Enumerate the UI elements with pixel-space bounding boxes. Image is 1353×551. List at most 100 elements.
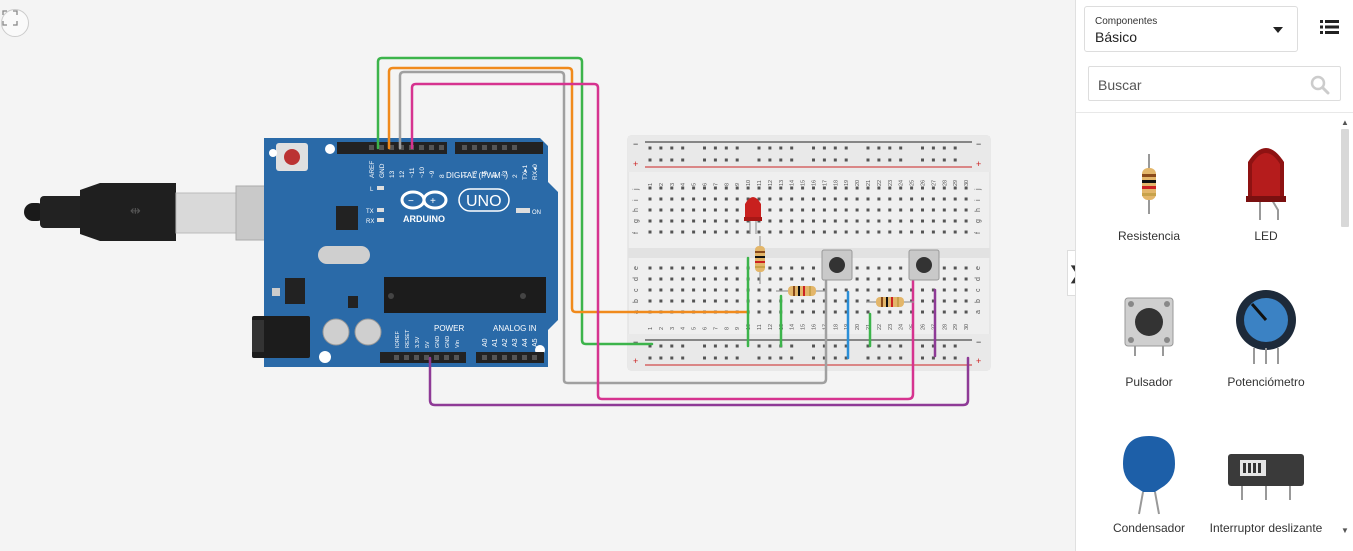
svg-text:+: + xyxy=(633,159,638,169)
column-number: 21 xyxy=(866,180,872,186)
analog-pin-label: A2 xyxy=(502,338,509,347)
column-number: 1 xyxy=(648,183,654,186)
components-dropdown[interactable]: Componentes Básico xyxy=(1084,6,1298,52)
column-number: 17 xyxy=(822,180,828,186)
column-number: 22 xyxy=(877,180,883,186)
resistor-icon xyxy=(1142,154,1156,214)
fit-view-button[interactable] xyxy=(1,9,29,37)
resistor-2[interactable] xyxy=(776,286,826,296)
digital-pin-label: ~11 xyxy=(409,167,416,178)
svg-text:−: − xyxy=(633,139,638,149)
svg-text:TX: TX xyxy=(366,209,374,215)
column-number: 14 xyxy=(790,324,796,330)
column-number: 3 xyxy=(670,327,676,330)
component-label: Resistencia xyxy=(1117,229,1181,243)
column-number: 2 xyxy=(659,327,665,330)
column-number: 8 xyxy=(724,183,730,186)
component-label: Condensador xyxy=(1112,521,1186,535)
search-input[interactable]: Buscar xyxy=(1088,66,1341,101)
component-item-condensador[interactable]: Condensador xyxy=(1089,410,1209,550)
panel-scrollbar[interactable]: ▲ ▼ xyxy=(1340,118,1350,551)
column-number: 22 xyxy=(877,324,883,330)
digital-pin-label: 7 xyxy=(462,174,469,178)
column-number: 12 xyxy=(768,324,774,330)
wires[interactable] xyxy=(376,56,970,407)
scroll-up-icon[interactable]: ▲ xyxy=(1341,118,1349,127)
power-pin-label: GND xyxy=(435,336,441,348)
divider xyxy=(1076,112,1353,113)
led-component[interactable] xyxy=(744,197,762,234)
analog-pin-label: A3 xyxy=(512,338,519,347)
svg-text:−: − xyxy=(976,337,981,347)
component-item-pulsador[interactable]: Pulsador xyxy=(1089,264,1209,404)
digital-pin-label: GND xyxy=(379,163,386,178)
column-number: 29 xyxy=(953,180,959,186)
wire-purple-5v xyxy=(428,356,970,407)
column-number: 13 xyxy=(779,180,785,186)
power-label: POWER xyxy=(434,324,464,333)
column-number: 15 xyxy=(801,324,807,330)
components-panel: Componentes Básico Buscar Resis xyxy=(1075,0,1353,551)
digital-pin-label: ~6 xyxy=(472,170,479,178)
component-label: Interruptor deslizante xyxy=(1209,521,1323,535)
power-pin-label: Vin xyxy=(455,340,461,348)
component-item-led[interactable]: LED xyxy=(1206,118,1326,258)
column-number: 1 xyxy=(648,327,654,330)
digital-pin-label: ~5 xyxy=(482,170,489,178)
digital-pin-label: ~3 xyxy=(502,170,509,178)
column-number: 11 xyxy=(757,324,763,330)
digital-label: DIGITAL (PWM~) xyxy=(446,171,508,180)
pushbutton-1[interactable] xyxy=(821,249,853,281)
column-number: 18 xyxy=(833,324,839,330)
column-number: 7 xyxy=(713,183,719,186)
column-number: 16 xyxy=(812,180,818,186)
dropdown-caption: Componentes xyxy=(1095,16,1158,27)
wire-magenta-11 xyxy=(410,82,915,401)
component-item-resistencia[interactable]: Resistencia xyxy=(1089,118,1209,258)
column-number: 28 xyxy=(942,324,948,330)
power-pin-label: GND xyxy=(445,336,451,348)
search-icon xyxy=(1310,75,1330,95)
column-number: 29 xyxy=(953,324,959,330)
component-item-potenciometro[interactable]: Potenciómetro xyxy=(1206,264,1326,404)
pushbutton-2[interactable] xyxy=(908,249,940,281)
row-letter: e xyxy=(975,266,982,270)
component-label: Pulsador xyxy=(1125,375,1173,389)
tx-pin-label: TX▸1 xyxy=(522,164,529,180)
column-number: 4 xyxy=(681,183,687,186)
component-item-interruptor[interactable]: Interruptor deslizante xyxy=(1206,410,1326,550)
column-number: 23 xyxy=(888,324,894,330)
column-number: 26 xyxy=(921,180,927,186)
row-letter: j xyxy=(975,188,982,191)
row-letter: g xyxy=(975,219,982,223)
column-number: 26 xyxy=(921,324,927,330)
scroll-down-icon[interactable]: ▼ xyxy=(1341,526,1349,535)
column-number: 3 xyxy=(670,183,676,186)
analog-pin-label: A4 xyxy=(522,338,529,347)
row-letter: f xyxy=(975,232,982,234)
row-letter: a xyxy=(975,310,982,314)
svg-text:L: L xyxy=(370,187,374,193)
usb-cable[interactable]: ⇹ xyxy=(24,183,275,241)
row-letter: h xyxy=(633,208,640,212)
component-label: Potenciómetro xyxy=(1227,375,1305,389)
search-placeholder: Buscar xyxy=(1098,77,1142,93)
svg-text:+: + xyxy=(633,356,638,366)
resistor-1[interactable] xyxy=(755,236,765,284)
svg-text:−: − xyxy=(976,139,981,149)
led-icon xyxy=(1246,148,1286,220)
column-number: 27 xyxy=(931,180,937,186)
scroll-thumb[interactable] xyxy=(1341,129,1349,227)
analog-pin-label: A1 xyxy=(492,338,499,347)
column-number: 2 xyxy=(659,183,665,186)
power-pin-label: 3.3V xyxy=(415,336,421,348)
digital-pin-label: 4 xyxy=(492,174,499,178)
list-view-button[interactable] xyxy=(1316,14,1342,40)
resistor-3[interactable] xyxy=(866,297,914,307)
row-letter: c xyxy=(633,288,640,292)
column-number: 24 xyxy=(899,180,905,186)
row-letter: d xyxy=(633,277,640,281)
rx-pin-label: RX◂0 xyxy=(532,164,539,180)
